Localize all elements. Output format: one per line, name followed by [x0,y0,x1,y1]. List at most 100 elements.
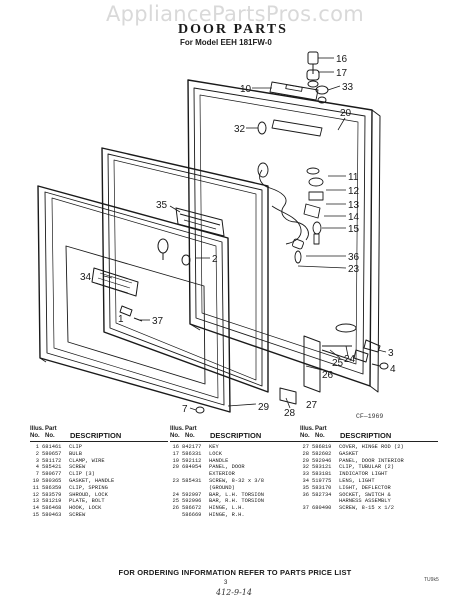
table-header: Illus. No. No. DESCRIPTION Part [30,426,170,444]
header-part: Part [315,426,327,432]
description: BAR, L.H. TORSION [209,491,264,498]
interior-door-panel [37,185,231,413]
table-row: EXTERIOR [170,471,310,478]
handle-gasket [269,81,323,137]
description: (GROUND) [209,484,235,491]
part-no: 680490 [312,505,332,512]
socket-harness-assembly [257,162,309,264]
header-illus: Illus. [30,426,44,432]
illus-no: 15 [32,511,39,518]
callout-34: 34 [80,272,92,283]
description: CLIP [69,444,82,450]
callout-28: 28 [284,408,296,419]
description: KEY [209,444,219,450]
header-part-no: No. [315,433,325,439]
illus-no: 26 [172,505,179,512]
callout-4: 4 [390,364,396,375]
illus-no: 17 [172,450,179,457]
description: INDICATOR LIGHT [339,471,388,478]
callout-27: 27 [306,400,318,411]
description: CLIP (3) [69,471,95,478]
illus-no: 33 [302,471,309,478]
description: SCREW [69,464,86,471]
callout-33: 33 [342,82,354,93]
model-subtitle: For Model EEH 181FW-0 [180,38,272,47]
callout-24: 24 [344,354,356,365]
part-no: 684054 [182,464,202,471]
tubular-clip [257,121,267,135]
callout-32: 32 [234,124,246,135]
description: LENS, LIGHT [339,477,375,484]
description: SCREW, 8-15 x 1/2 [339,505,394,512]
illus-no: 19 [172,457,179,464]
part-no: 581172 [42,457,62,464]
illus-no: 3 [35,457,39,464]
table-header: Illus. No. DESCRIPTION Part No. [170,426,310,444]
illus-no: 32 [302,464,309,471]
illus-no: 13 [32,498,39,505]
part-no [312,498,339,505]
illus-no [170,485,179,492]
header-description: DESCRIPTION [70,431,122,440]
leader-lines [103,57,387,411]
description: BAR, R.H. TORSION [209,498,264,505]
illus-no: 25 [172,498,179,505]
illus-no: 27 [302,444,309,450]
description: HOOK, LOCK [69,505,102,512]
description: PANEL, DOOR [209,464,245,471]
part-no: 586468 [42,505,62,512]
bulb [157,238,191,266]
callout-11: 11 [348,172,359,183]
callout-36: 36 [348,252,360,263]
part-no: 519775 [312,477,332,484]
description: PLATE, BOLT [69,498,105,505]
description: GASKET [339,450,359,457]
corner-code: TU9k5 [424,577,439,583]
callout-1: 1 [118,314,124,325]
illus-no: 20 [172,464,179,471]
description: HINGE, R.H. [209,511,245,518]
header-part: Part [185,426,197,432]
callout-2: 2 [212,254,218,265]
header-no: No. [170,433,180,439]
part-no: 585431 [182,477,202,484]
description: HARNESS ASSEMBLY [339,498,391,505]
page-title: DOOR PARTS [178,22,288,37]
part-no: 582734 [312,491,332,498]
description: COVER, HINGE ROD (2) [339,444,404,450]
part-no: 580365 [42,477,62,484]
part-no: 592946 [312,457,332,464]
description: PANEL, DOOR INTERIOR [339,457,404,464]
part-no: 681461 [42,444,62,450]
illus-no: 36 [302,491,309,498]
callout-16: 16 [336,54,348,65]
description: SCREW [69,511,86,518]
ordering-info-note: FOR ORDERING INFORMATION REFER TO PARTS … [118,568,352,577]
callout-26: 26 [322,370,334,381]
watermark-text: AppliancePartsPros.com [105,2,365,26]
callout-23: 23 [348,264,360,275]
page-number: 3 [224,580,228,586]
light-lens [91,267,139,297]
illus-no: 11 [32,484,39,491]
